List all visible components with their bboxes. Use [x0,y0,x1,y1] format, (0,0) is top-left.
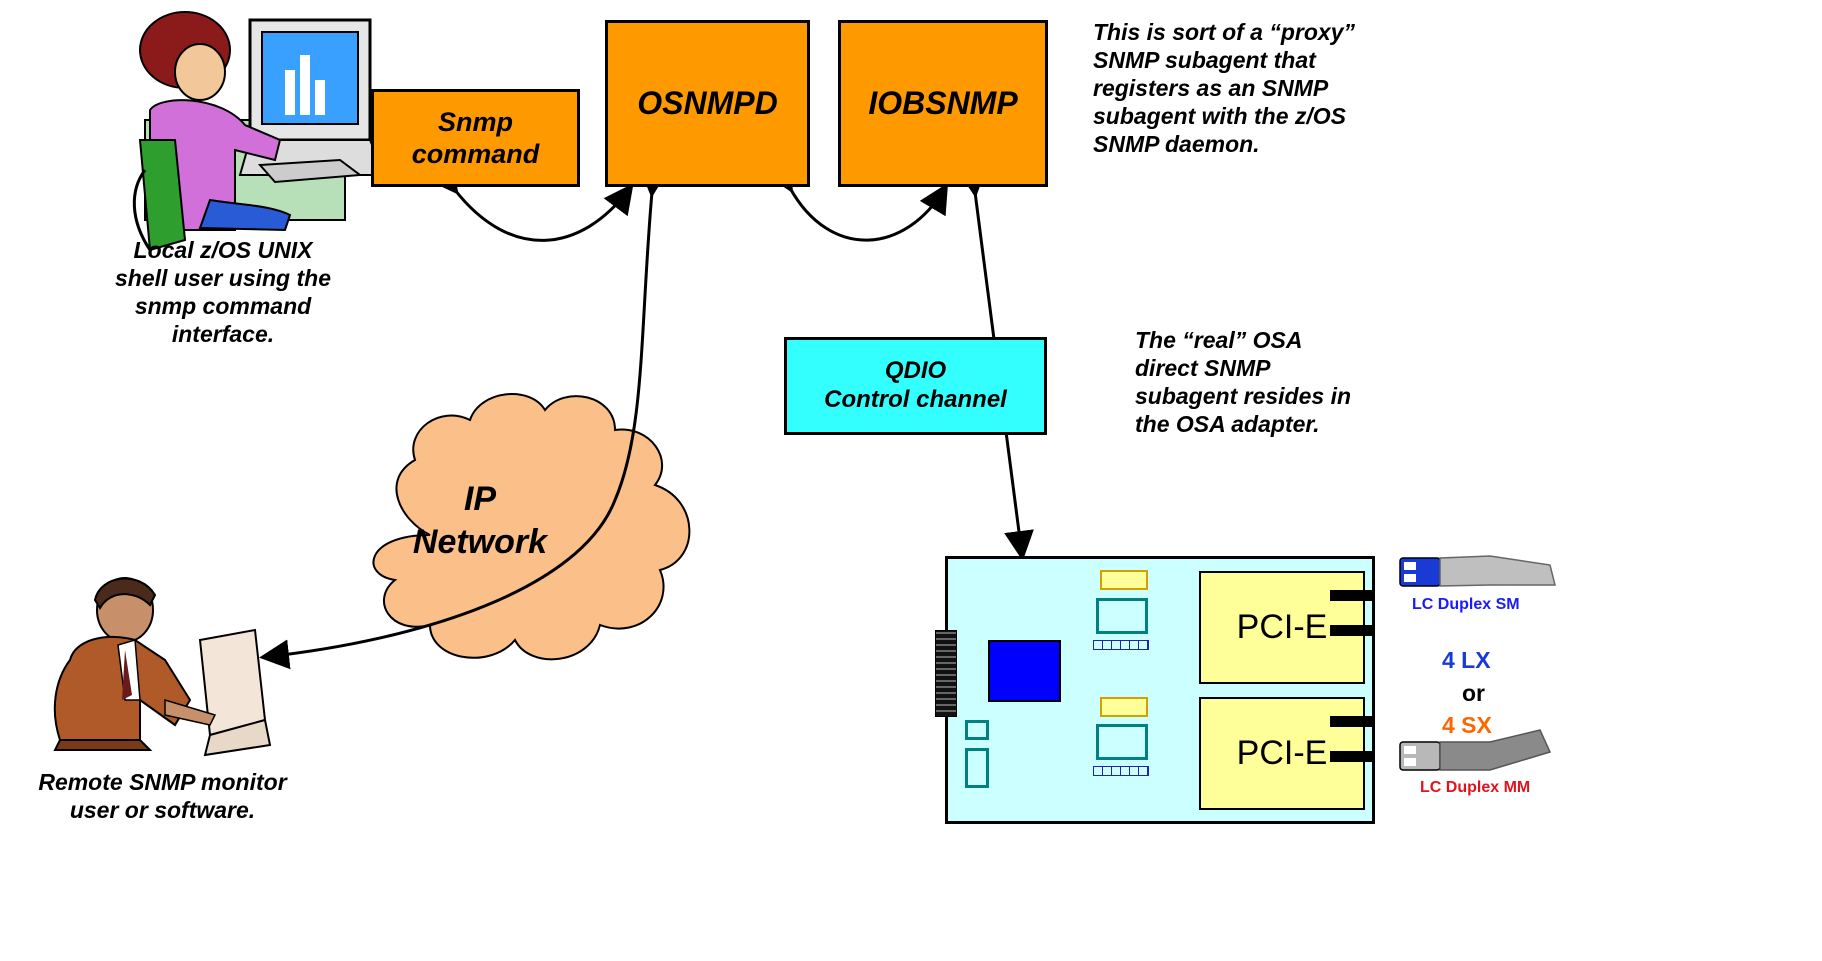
adapter-small-component [965,748,989,788]
transceiver-bottom [1096,724,1148,760]
real-subagent-note: The “real” OSA direct SNMP subagent resi… [1135,327,1352,438]
transceiver-pins-top [1093,640,1149,650]
ip-network-label: IP Network [412,480,548,561]
lc-duplex-sm-connector [1399,555,1556,587]
sx-label: 4 SX [1442,712,1492,738]
snmp-command-label: Snmp command [411,106,540,169]
snmp-command-box: Snmp command [371,89,580,187]
transceiver-cage-bottom [1100,697,1148,717]
transceiver-pins-bottom [1093,766,1149,776]
local-user-caption: Local z/OS UNIX shell user using the snm… [115,237,331,348]
lc-duplex-sm-label: LC Duplex SM [1412,596,1520,613]
arrow-osnmpd-iobsnmp [765,159,949,242]
port-bar [1330,716,1375,727]
transceiver-cage-top [1100,570,1148,590]
pci-e-label-top: PCI-E [1236,608,1328,646]
lc-duplex-mm-label: LC Duplex MM [1420,779,1531,796]
iobsnmp-box: IOBSNMP [838,20,1048,187]
port-bar [1330,751,1375,762]
lc-duplex-mm-connector [1399,729,1552,771]
proxy-note: This is sort of a “proxy” SNMP subagent … [1093,19,1355,158]
port-bar [1330,625,1375,636]
iobsnmp-label: IOBSNMP [868,85,1018,121]
pci-e-label-bottom: PCI-E [1236,734,1328,772]
transceiver-top [1096,598,1148,634]
adapter-chip [988,640,1061,702]
or-label: or [1462,680,1485,706]
osnmpd-label: OSNMPD [637,85,778,121]
remote-user-illustration [53,577,272,757]
qdio-label: QDIO Control channel [824,357,1007,413]
adapter-small-component [965,720,989,740]
qdio-box: QDIO Control channel [784,337,1047,435]
osnmpd-box: OSNMPD [605,20,810,187]
pci-e-slot-top: PCI-E [1199,571,1365,684]
arrow-osnmpd-remote [259,166,670,670]
remote-user-caption: Remote SNMP monitor user or software. [38,769,287,824]
adapter-edge-connector [935,630,957,717]
lx-label: 4 LX [1442,647,1491,673]
port-bar [1330,590,1375,601]
